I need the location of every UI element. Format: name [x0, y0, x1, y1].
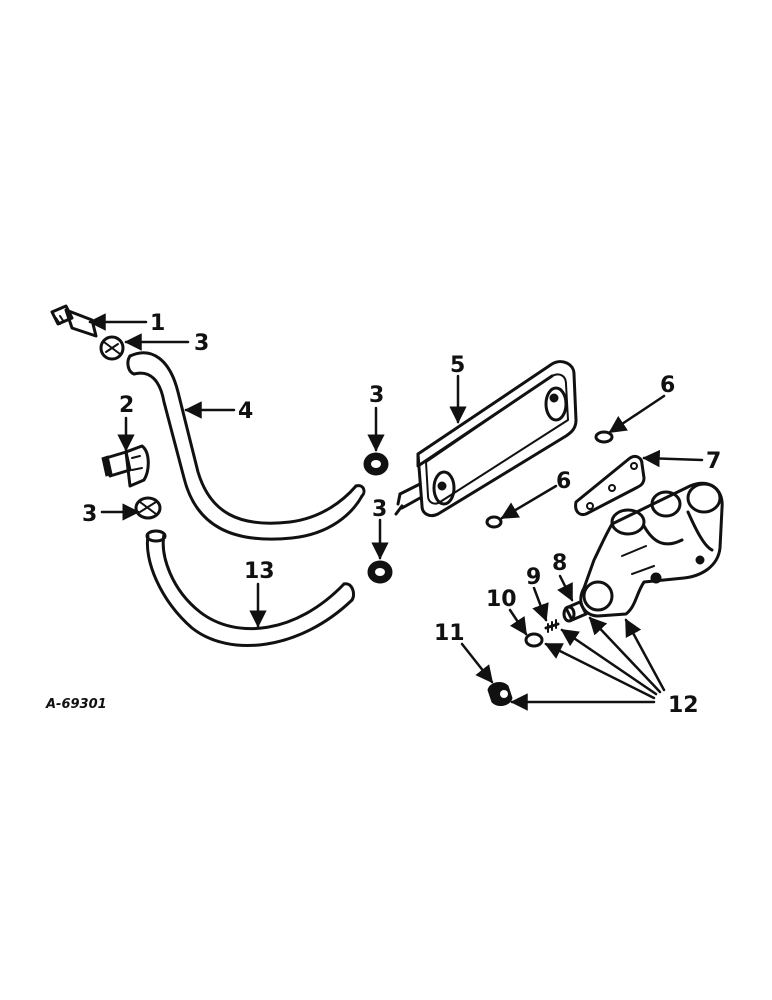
callout-3-right-lower: 3 [372, 497, 387, 522]
part-3-clamp-right-lower [367, 560, 393, 584]
part-3-clamp-right-upper [363, 452, 389, 476]
part-13-hose [145, 529, 356, 647]
part-5-oil-cooler [394, 360, 578, 518]
drawing-number: A-69301 [45, 697, 107, 712]
part-6-oring-upper [594, 430, 614, 444]
callout-3-top: 3 [194, 331, 209, 356]
leader-lines [88, 313, 704, 711]
callout-6-upper: 6 [660, 373, 675, 398]
callout-9: 9 [526, 565, 541, 590]
part-7-gasket [574, 454, 646, 516]
callout-4: 4 [238, 399, 253, 424]
callout-6-lower: 6 [556, 469, 571, 494]
callout-12: 12 [668, 693, 699, 718]
callout-13: 13 [244, 559, 275, 584]
callout-7: 7 [706, 449, 721, 474]
part-9-pin [544, 619, 560, 633]
callout-11: 11 [434, 621, 465, 646]
part-3-clamp-top [99, 335, 125, 361]
part-12-housing [579, 481, 724, 618]
callout-8: 8 [552, 551, 567, 576]
callout-labels: 1 3 2 4 3 3 3 5 6 6 7 13 8 9 10 11 12 [82, 311, 721, 718]
callout-10: 10 [486, 587, 517, 612]
part-8-plug [562, 600, 588, 623]
callout-5: 5 [450, 353, 465, 378]
callout-3-right-upper: 3 [369, 383, 384, 408]
part-4-hose [126, 351, 366, 541]
callout-1: 1 [150, 311, 165, 336]
part-1-fitting [50, 304, 98, 338]
callout-2: 2 [119, 393, 134, 418]
part-11-cap-nut [487, 682, 513, 706]
part-2-elbow [101, 444, 150, 488]
part-10-washer [524, 632, 544, 648]
part-3-clamp-left [134, 496, 162, 520]
callout-3-left: 3 [82, 502, 97, 527]
part-6-oring-lower [485, 515, 503, 529]
